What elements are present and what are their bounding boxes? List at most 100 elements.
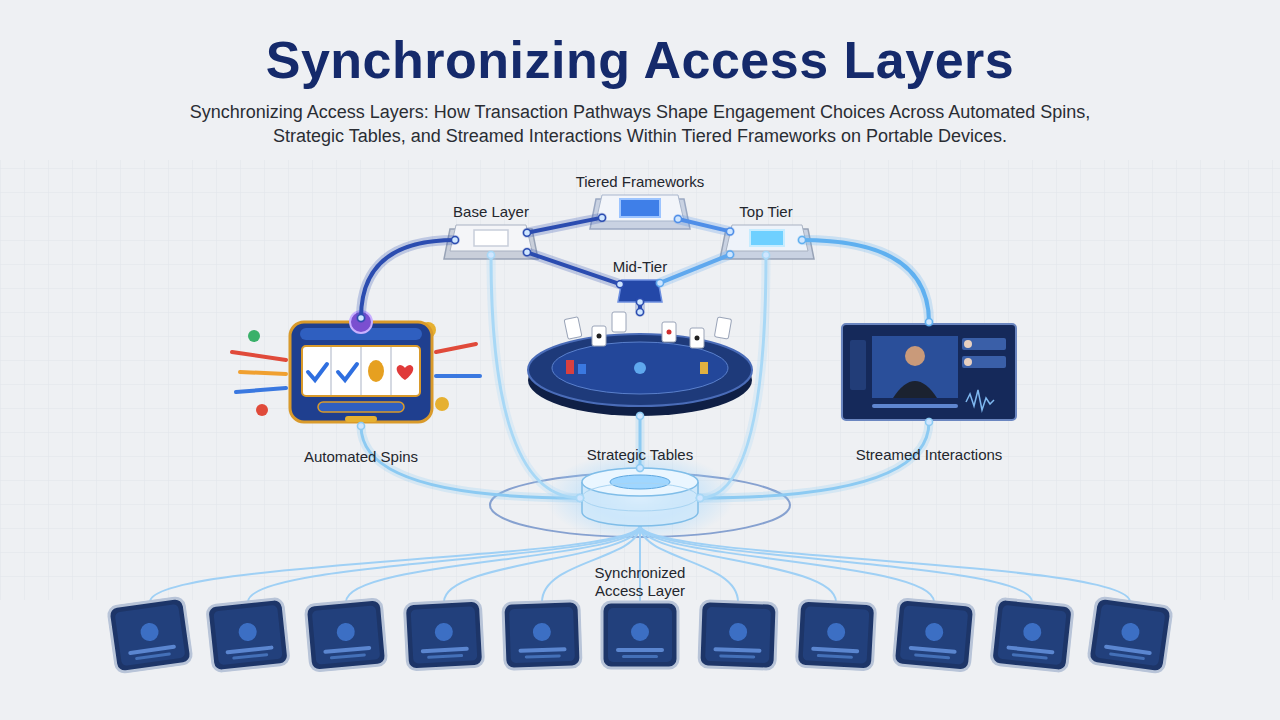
connector-node-dot [763,252,770,259]
connector-node-dot [727,251,734,258]
connector-line [527,252,620,284]
node-label: Strategic Tables [540,446,740,464]
reel-symbol [338,364,357,380]
playing-card [564,317,582,339]
node-label: Top Tier [696,203,836,221]
connector-node-dot [577,495,584,502]
connector-glow [660,255,730,283]
motion-streak [236,388,286,392]
phone-device [404,600,483,670]
playing-card [592,326,606,346]
connector-glow [491,255,580,498]
phone-device [991,598,1073,672]
node-label: Synchronized Access Layer [580,564,700,600]
coin [435,397,449,411]
playing-card [612,312,626,332]
connector-glow [361,240,455,318]
connector-line [700,255,766,498]
motion-streak [436,374,480,378]
connector-node-dot [358,315,365,322]
connector-node-dot [727,228,734,235]
tier-box: Top Tier [730,225,802,255]
coin [248,330,260,342]
connector-node-dot [697,495,704,502]
connector-glow [700,255,766,498]
phone-device [305,599,386,671]
connector-node-dot [657,279,664,286]
reel-divider [360,347,362,395]
chat-panel [962,356,1006,368]
side-toolbar [850,340,866,390]
hub-band [582,483,698,511]
connector-node-dot [617,281,624,288]
tier-glow [474,230,508,246]
progress-bar [872,404,958,408]
playing-card [662,322,676,342]
tier-platform-top [450,225,532,251]
connector-node-dot [637,309,644,316]
reel-divider [390,347,392,395]
diagram-title: Synchronizing Access Layers [0,30,1280,90]
connector-glow [527,218,602,233]
connector-line [361,240,455,318]
device-stream [248,525,640,602]
connector-line [491,255,580,498]
connector-line [678,219,730,231]
node-label: Tiered Frameworks [540,173,740,191]
connector-node-dot [799,237,806,244]
device-stream [150,525,640,602]
slot-button-bar [318,402,404,412]
category-box: Strategic Tables [528,312,752,416]
category-box: Streamed Interactions [840,322,1018,422]
category-box: Automated Spins [282,318,440,426]
card-pip [597,334,602,339]
diagram-caption: Synchronizing Access Layers: How Transac… [180,100,1100,148]
playing-card [714,317,731,339]
motion-streak [436,344,476,352]
hub-node: Synchronized Access Layer [580,468,700,528]
connector-node-dot [926,419,933,426]
presenter-body [893,381,937,398]
motion-streak [232,352,286,360]
slot-tray [345,416,377,422]
connector-node-dot [524,249,531,256]
slot-reel-window [302,346,420,396]
playing-card [690,328,704,348]
table-marker [634,362,646,374]
phone-device [207,598,289,672]
tier-platform-top [726,225,808,251]
connector-node-dot [452,237,459,244]
hub-core [610,475,670,489]
node-label: Automated Spins [261,448,461,466]
grid-background [0,160,1280,600]
connector-node-dot [637,465,644,472]
phone-device [699,601,777,670]
reel-divider [330,347,332,395]
connector-node-dot [599,214,606,221]
reel-symbol [368,360,384,382]
connector-line [527,218,602,233]
reel-symbol [308,364,327,380]
tier-platform-top [596,195,684,221]
connector-node-dot [488,252,495,259]
node-label: Mid-Tier [580,258,700,276]
coin [256,404,268,416]
connector-node-dot [577,495,584,502]
device-stream [640,525,1032,602]
connector-glow [678,219,730,231]
connector-node-dot [926,319,933,326]
table-top [528,334,752,406]
card-pip [695,336,700,341]
tier-glow [620,199,660,217]
connector-node-dot [637,413,644,420]
phone-device [796,600,875,670]
slot-body [290,322,432,422]
chat-avatar [964,358,972,366]
chip-stack [578,364,586,374]
stream-screen [842,324,1016,420]
presenter-head [905,346,925,366]
node-label: Streamed Interactions [819,446,1039,464]
motion-streak [240,372,286,374]
